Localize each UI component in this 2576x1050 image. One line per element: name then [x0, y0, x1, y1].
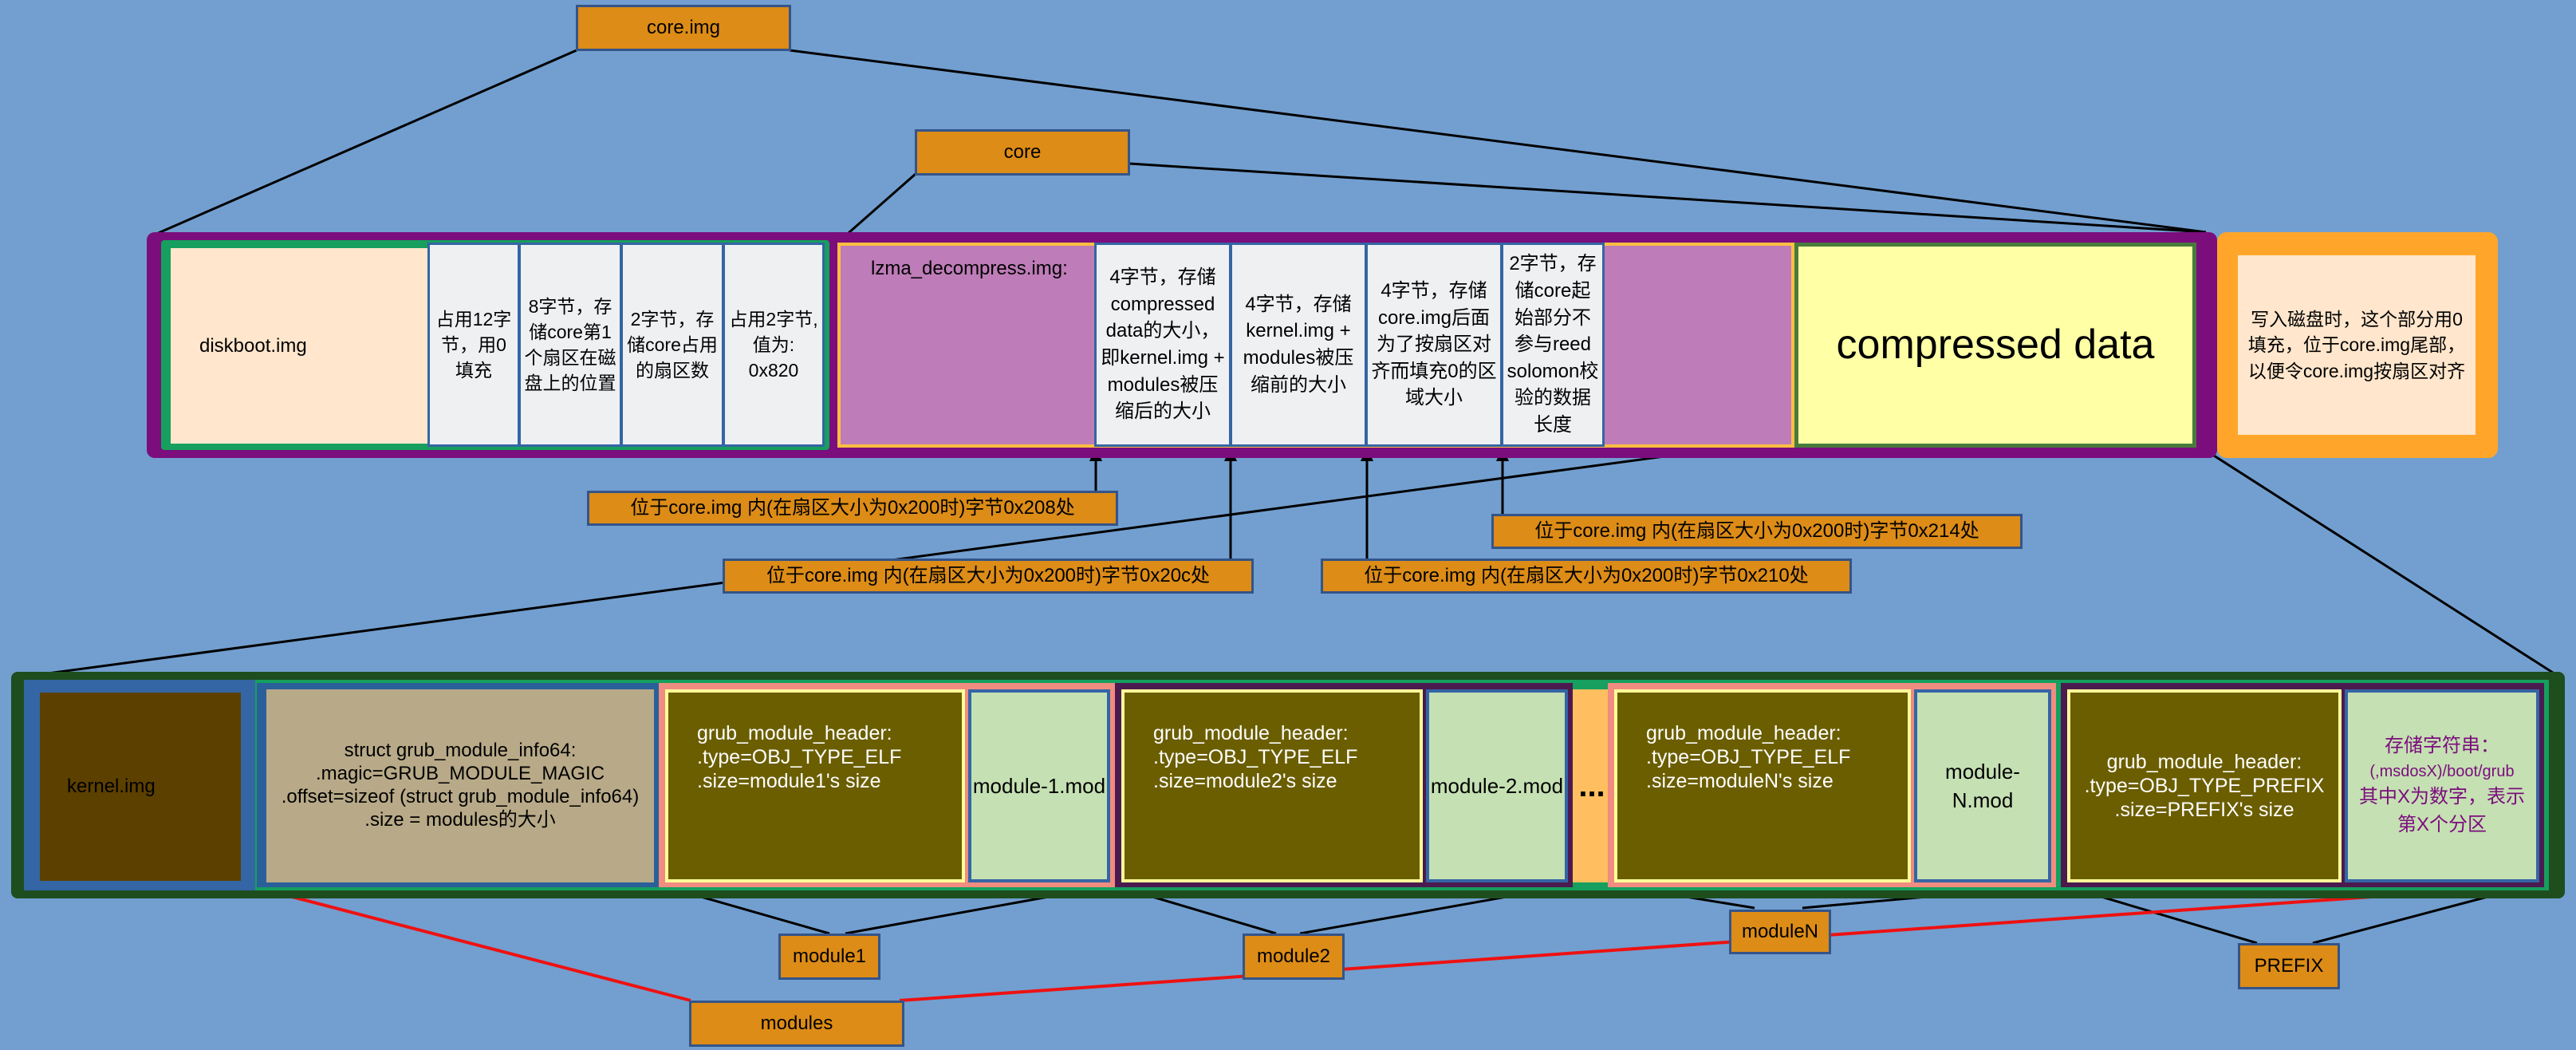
lzma-cell-no-rs-length: 2字节，存储core起始部分不参与reed solomon校验的数据长度 [1501, 243, 1605, 447]
module1-header: grub_module_header: .type=OBJ_TYPE_ELF .… [665, 689, 965, 882]
diskboot-cell-sector-count: 2字节，存储core占用的扇区数 [620, 243, 724, 447]
core-label: core [915, 129, 1130, 176]
diskboot-cell-sector-pos: 8字节，存储core第1个扇区在磁盘上的位置 [518, 243, 622, 447]
modules-ellipsis: ... [1573, 689, 1611, 882]
diskboot-img: diskboot.img [171, 248, 429, 444]
lzma-cell-compressed-size: 4字节，存储compressed data的大小，即kernel.img + m… [1094, 243, 1231, 447]
module2-file: module-2.mod [1426, 689, 1568, 882]
module1-label: module1 [778, 934, 880, 980]
module2-header: grub_module_header: .type=OBJ_TYPE_ELF .… [1121, 689, 1423, 882]
lzma-cell-reed-solomon-size: 4字节，存储core.img后面为了按扇区对齐而填充0的区域大小 [1365, 243, 1503, 447]
offset-label-20c: 位于core.img 内(在扇区大小为0x200时)字节0x20c处 [723, 559, 1254, 594]
prefix-header: grub_module_header: .type=OBJ_TYPE_PREFI… [2067, 689, 2342, 882]
prefix-string-note: 其中X为数字，表示第X个分区 [2358, 786, 2525, 835]
prefix-string: 存储字符串： (,msdosX)/boot/grub 其中X为数字，表示第X个分… [2345, 689, 2539, 882]
kernel-img: kernel.img [40, 693, 241, 881]
moduleN-header: grub_module_header: .type=OBJ_TYPE_ELF .… [1614, 689, 1911, 882]
offset-label-208: 位于core.img 内(在扇区大小为0x200时)字节0x208处 [587, 491, 1118, 526]
modules-ellipsis-text: ... [1578, 768, 1605, 803]
offset-label-210: 位于core.img 内(在扇区大小为0x200时)字节0x210处 [1321, 559, 1852, 594]
modules-label: modules [689, 1001, 904, 1047]
core-img-label: core.img [576, 5, 791, 51]
compressed-data: compressed data [1794, 243, 2196, 448]
moduleN-file: module-N.mod [1914, 689, 2051, 882]
diskboot-cell-segment: 占用2字节,值为: 0x820 [723, 243, 825, 447]
prefix-string-title: 存储字符串： [2385, 735, 2499, 757]
moduleN-label: moduleN [1729, 910, 1831, 954]
padding-note: 写入磁盘时，这个部分用0填充，位于core.img尾部，以便令core.img按… [2238, 255, 2476, 435]
diskboot-cell-padding: 占用12字节，用0填充 [427, 243, 520, 447]
prefix-header-text: grub_module_header: .type=OBJ_TYPE_PREFI… [2084, 751, 2325, 821]
lzma-cell-uncompressed-size: 4字节，存储kernel.img + modules被压缩前的大小 [1230, 243, 1367, 447]
module-info-struct: struct grub_module_info64: .magic=GRUB_M… [266, 689, 654, 882]
diskboot-label: diskboot.img [199, 334, 307, 357]
compressed-data-label: compressed data [1836, 322, 2155, 369]
lzma-title: lzma_decompress.img: [871, 258, 1068, 279]
moduleN-header-text: grub_module_header: .type=OBJ_TYPE_ELF .… [1646, 722, 1851, 792]
module1-header-text: grub_module_header: .type=OBJ_TYPE_ELF .… [697, 722, 902, 792]
module2-header-text: grub_module_header: .type=OBJ_TYPE_ELF .… [1153, 722, 1358, 792]
module-info-text: struct grub_module_info64: .magic=GRUB_M… [281, 740, 640, 831]
module2-label: module2 [1243, 934, 1345, 980]
prefix-label: PREFIX [2238, 943, 2340, 989]
module1-file: module-1.mod [968, 689, 1110, 882]
prefix-string-path: (,msdosX)/boot/grub [2369, 763, 2515, 781]
offset-label-214: 位于core.img 内(在扇区大小为0x200时)字节0x214处 [1491, 514, 2023, 549]
kernel-label: kernel.img [67, 776, 156, 798]
